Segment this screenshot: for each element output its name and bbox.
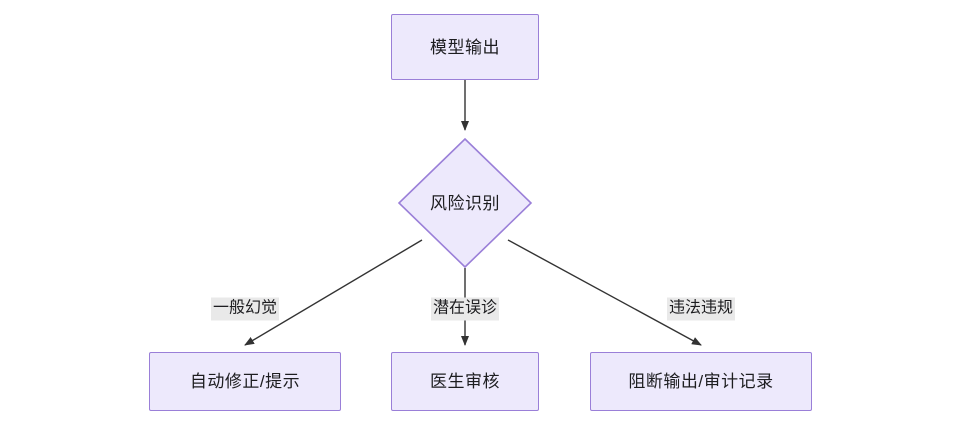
edge-label-illegal-noncompliant: 违法违规 [666,297,736,321]
edge-label-potential-misdiagnosis-text: 潜在误诊 [432,299,498,317]
node-auto-fix-label: 自动修正/提示 [189,372,301,391]
node-block-output-label: 阻断输出/审计记录 [628,372,774,391]
edge-label-general-hallucination-text: 一般幻觉 [212,299,278,317]
node-risk-detection-label-wrap: 风险识别 [398,138,532,268]
node-block-output[interactable]: 阻断输出/审计记录 [590,352,812,411]
node-doctor-review-label: 医生审核 [430,372,500,391]
edge-risk-detection-to-block-output [507,239,702,346]
edge-label-potential-misdiagnosis: 潜在误诊 [430,297,500,321]
node-model-output-label: 模型输出 [430,37,500,57]
edge-label-general-hallucination: 一般幻觉 [210,297,280,321]
node-auto-fix[interactable]: 自动修正/提示 [149,352,341,411]
node-risk-detection-label: 风险识别 [430,193,500,213]
node-model-output[interactable]: 模型输出 [391,14,539,80]
node-doctor-review[interactable]: 医生审核 [391,352,539,411]
diamond-shape [397,137,533,269]
node-risk-detection[interactable]: 风险识别 [397,137,533,269]
edge-risk-detection-to-auto-fix [244,239,423,346]
edge-label-illegal-noncompliant-text: 违法违规 [668,299,734,317]
